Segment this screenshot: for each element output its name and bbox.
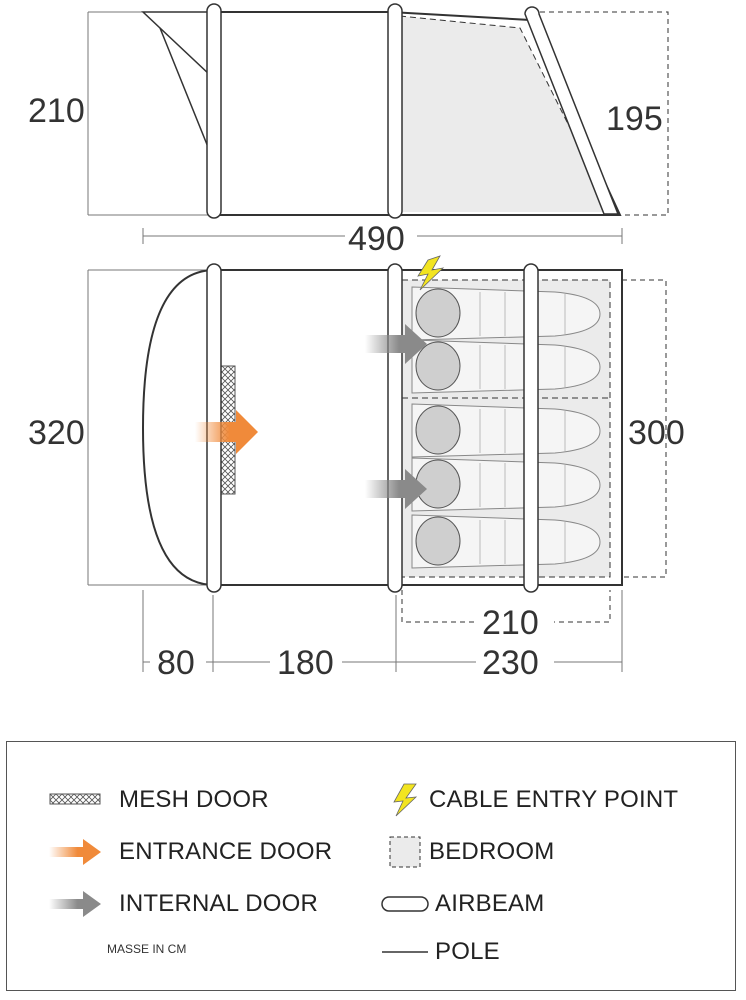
dim-side-height-front: 210	[28, 92, 85, 130]
internal-door-arrow-upper	[365, 324, 427, 364]
legend-label: POLE	[435, 938, 500, 965]
mesh-door-icon	[45, 780, 105, 820]
dim-rear-length: 230	[482, 644, 539, 682]
dim-side-height-rear: 195	[606, 100, 663, 138]
legend-item-bedroom: BEDROOM	[375, 832, 554, 872]
orange-arrow-icon	[45, 832, 105, 872]
dim-porch-front: 80	[157, 644, 195, 682]
entrance-door-arrow	[195, 410, 258, 454]
legend-item-airbeam: AIRBEAM	[375, 884, 544, 924]
legend-item-internal-door: INTERNAL DOOR	[45, 884, 318, 924]
dim-living-length: 180	[277, 644, 334, 682]
lightning-bolt-icon	[375, 780, 435, 820]
side-elevation: 210 195 490	[28, 3, 669, 258]
pole-line-icon	[375, 932, 435, 972]
legend: MESH DOOR ENTRANCE DOOR INTERNAL DOOR CA…	[6, 741, 736, 991]
legend-label: MESH DOOR	[119, 786, 269, 813]
dim-floor-width-rear: 300	[628, 414, 685, 452]
tent-floorplan-diagram: 210 195 490	[28, 3, 685, 682]
sleeping-bags	[411, 286, 601, 569]
legend-label: BEDROOM	[429, 838, 555, 865]
grey-arrow-icon	[45, 884, 105, 924]
legend-item-pole: POLE	[375, 932, 500, 972]
cable-entry-lightning-icon	[417, 255, 445, 291]
dim-total-length: 490	[348, 220, 405, 258]
units-note: MASSE IN CM	[107, 942, 187, 956]
legend-label: CABLE ENTRY POINT	[429, 786, 679, 813]
legend-label: ENTRANCE DOOR	[119, 838, 333, 865]
floor-plan: 320 300 210 80 180 230	[28, 255, 685, 682]
legend-item-cable-entry: CABLE ENTRY POINT	[375, 780, 678, 820]
legend-item-entrance-door: ENTRANCE DOOR	[45, 832, 332, 872]
dim-floor-width-front: 320	[28, 414, 85, 452]
bedroom-swatch-icon	[375, 832, 435, 872]
legend-item-mesh-door: MESH DOOR	[45, 780, 269, 820]
dim-bedroom-length: 210	[482, 604, 539, 642]
legend-label: AIRBEAM	[435, 890, 545, 917]
legend-label: INTERNAL DOOR	[119, 890, 319, 917]
internal-door-arrow-lower	[365, 469, 427, 509]
airbeam-icon	[375, 884, 435, 924]
